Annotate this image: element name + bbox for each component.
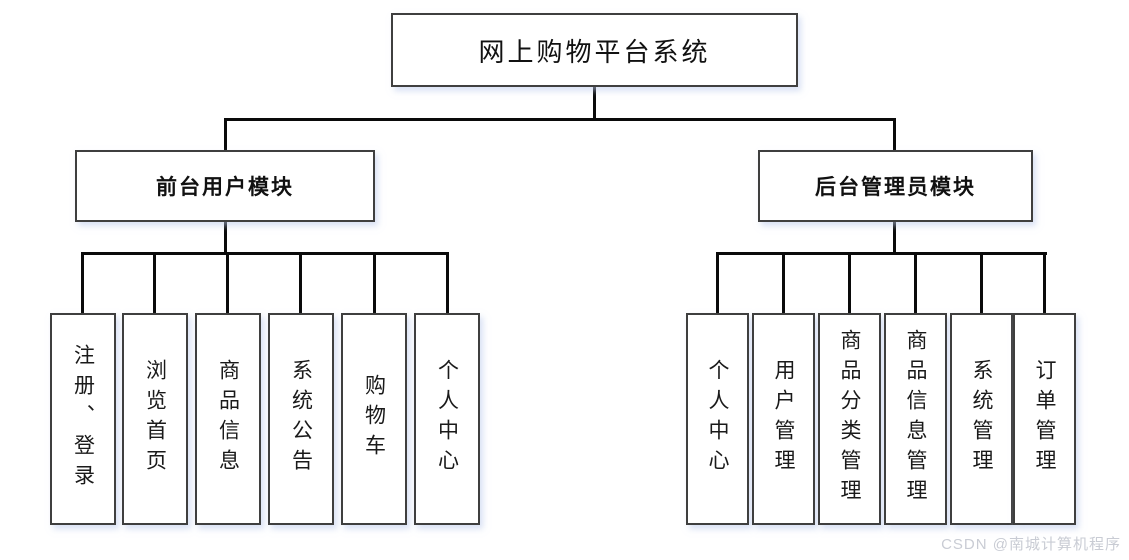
- connector-front-leaf-drop: [153, 252, 156, 313]
- connector-front-leaf-drop: [299, 252, 302, 313]
- module-node-front-label: 前台用户模块: [156, 176, 294, 199]
- leaf-label: 个人中心: [435, 359, 460, 479]
- leaf-label: 系统公告: [289, 359, 314, 479]
- leaf-node-admin-user-management: 用户管理: [752, 313, 815, 525]
- connector-front-leaf-drop: [81, 252, 84, 313]
- connector-admin-leaf-drop: [782, 252, 785, 313]
- leaf-label: 订单管理: [1033, 359, 1057, 479]
- leaf-node-admin-product-info-management: 商品信息管理: [884, 313, 947, 525]
- connector-front-leaf-drop: [226, 252, 229, 313]
- connector-front-leaf-drop: [446, 252, 449, 313]
- connector-front-stem: [224, 222, 227, 253]
- connector-level1-horizontal: [224, 118, 896, 121]
- connector-admin-leaf-drop: [914, 252, 917, 313]
- root-node: 网上购物平台系统: [391, 13, 798, 87]
- connector-admin-leaf-drop: [848, 252, 851, 313]
- connector-root-drop: [593, 87, 596, 118]
- leaf-label: 用户管理: [772, 359, 796, 479]
- leaf-label: 商品分类管理: [838, 329, 862, 509]
- leaf-node-admin-order-management: 订单管理: [1013, 313, 1076, 525]
- leaf-node-admin-personal-center: 个人中心: [686, 313, 749, 525]
- connector-admin-leaf-drop: [980, 252, 983, 313]
- module-node-admin: 后台管理员模块: [758, 150, 1033, 222]
- leaf-label: 商品信息管理: [904, 329, 928, 509]
- connector-front-leaf-drop: [373, 252, 376, 313]
- connector-front-drop: [224, 118, 227, 150]
- connector-front-horizontal: [81, 252, 449, 255]
- module-node-front: 前台用户模块: [75, 150, 375, 222]
- leaf-label: 购物车: [362, 374, 387, 464]
- leaf-node-front-register-login: 注册、登录: [50, 313, 116, 525]
- csdn-watermark: CSDN @南城计算机程序: [941, 536, 1121, 553]
- connector-admin-leaf-drop: [716, 252, 719, 313]
- leaf-label: 个人中心: [706, 359, 730, 479]
- leaf-label: 浏览首页: [143, 359, 168, 479]
- leaf-label: 注册、登录: [71, 344, 96, 494]
- leaf-node-front-personal-center: 个人中心: [414, 313, 480, 525]
- leaf-node-front-product-info: 商品信息: [195, 313, 261, 525]
- connector-admin-horizontal: [716, 252, 1047, 255]
- leaf-node-admin-category-management: 商品分类管理: [818, 313, 881, 525]
- connector-admin-stem: [893, 222, 896, 253]
- module-node-admin-label: 后台管理员模块: [815, 176, 976, 199]
- leaf-label: 系统管理: [970, 359, 994, 479]
- leaf-node-front-shopping-cart: 购物车: [341, 313, 407, 525]
- connector-admin-leaf-drop: [1043, 252, 1046, 313]
- leaf-node-front-browse-home: 浏览首页: [122, 313, 188, 525]
- root-node-label: 网上购物平台系统: [478, 37, 711, 67]
- leaf-label: 商品信息: [216, 359, 241, 479]
- connector-admin-drop: [893, 118, 896, 150]
- leaf-node-admin-system-management: 系统管理: [950, 313, 1013, 525]
- leaf-node-front-system-notice: 系统公告: [268, 313, 334, 525]
